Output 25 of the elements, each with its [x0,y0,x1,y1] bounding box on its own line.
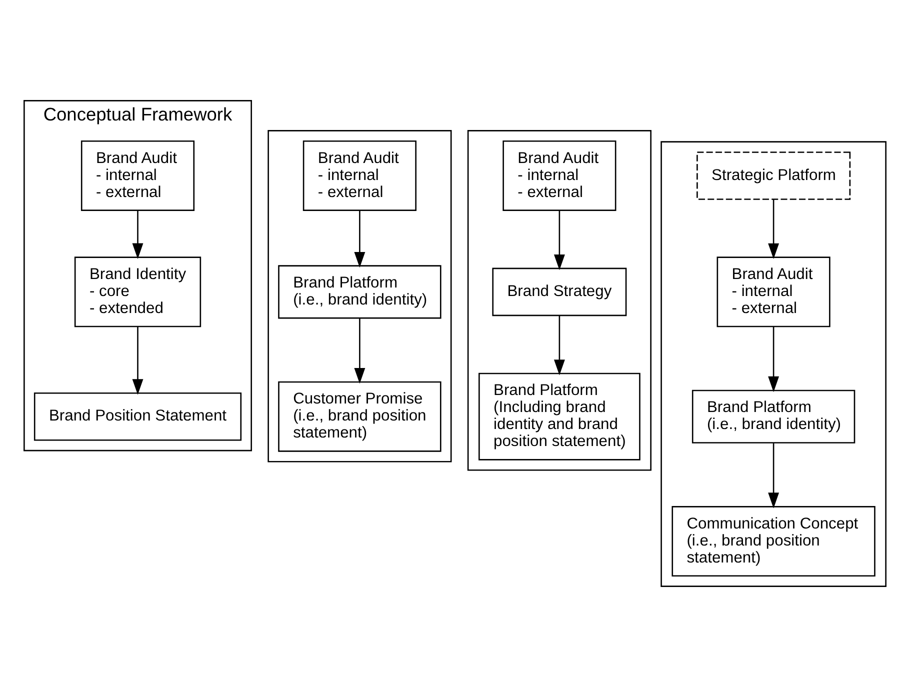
node-box: Brand Strategy [492,268,627,316]
arrow [768,326,780,392]
arrow [132,326,144,395]
node-box: Brand Audit - internal - external [302,140,416,211]
cluster [660,141,886,587]
node-box: Brand Audit - internal - external [716,256,830,328]
node-box: Brand Platform (Including brand identity and brand position statement) [478,372,640,460]
arrow [354,318,366,384]
node-box: Communication Concept (i.e., brand position statement) [672,506,876,577]
node-box: Customer Promise (i.e., brand position statement) [278,381,442,452]
arrow [554,316,565,376]
node-box: Brand Platform (i.e., brand identity) [278,265,442,319]
arrow [554,210,565,270]
node-box: Brand Audit - internal - external [502,140,616,211]
node-box: Brand Position Statement [34,392,242,441]
node-box: Brand Platform (i.e., brand identity) [692,390,856,444]
arrow [354,210,366,268]
arrow [768,443,780,508]
cluster [467,130,652,471]
arrow [132,210,144,259]
cluster [268,130,452,462]
node-box: Brand Audit - internal - external [80,140,195,211]
node-box: Brand Identity - core - extended [74,256,202,328]
arrow [768,199,780,260]
node-box: Strategic Platform [696,152,851,200]
